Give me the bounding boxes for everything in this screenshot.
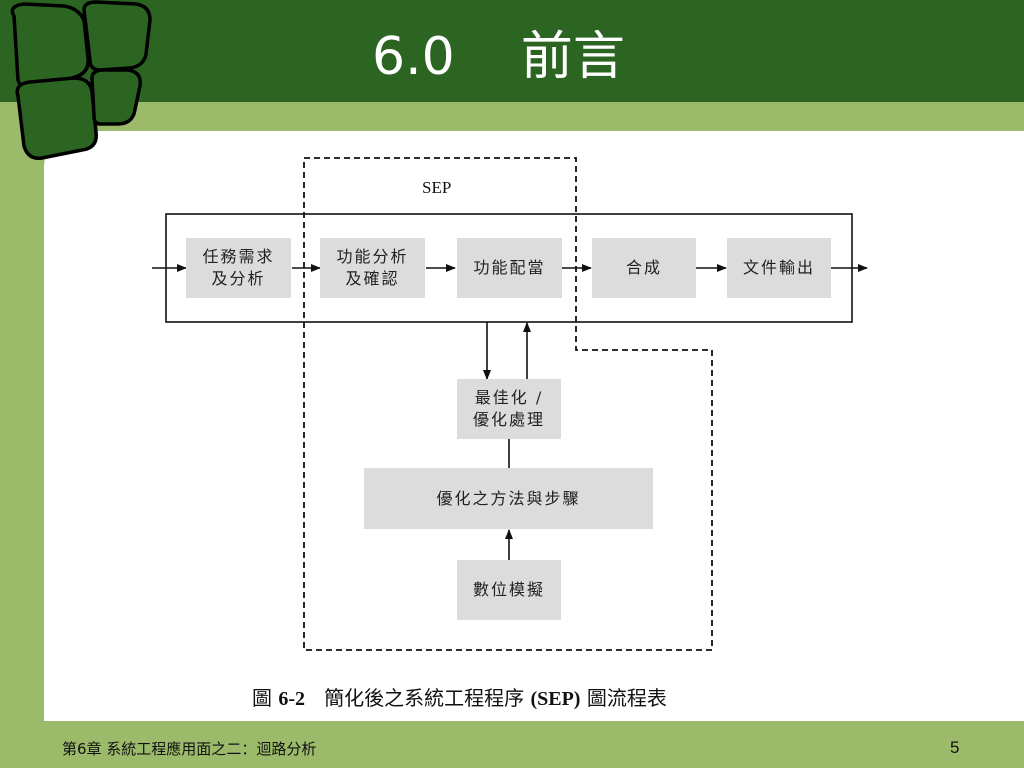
caption-abbr: (SEP)	[530, 688, 581, 710]
sep-label: SEP	[422, 178, 452, 197]
sep-diagram	[152, 157, 868, 651]
node-task-analysis: 任務需求 及分析	[186, 238, 291, 298]
title-bar	[0, 0, 1024, 102]
node-synthesis: 合成	[592, 238, 696, 298]
node-function-analysis: 功能分析 及確認	[320, 238, 425, 298]
node-optimization: 最佳化 / 優化處理	[457, 379, 561, 439]
node-document-output: 文件輸出	[727, 238, 831, 298]
caption-text-before: 簡化後之系統工程程序	[324, 686, 525, 710]
caption-figure-number: 6-2	[278, 688, 306, 710]
sep-boundary	[303, 157, 713, 651]
page-number: 5	[950, 738, 960, 757]
node-optimization-method: 優化之方法與步驟	[364, 468, 653, 529]
slide-title: 6.0 前言	[372, 22, 625, 92]
node-numerical-simulation: 數位模擬	[457, 560, 561, 620]
figure-caption: 圖 6-2 簡化後之系統工程程序 (SEP) 圖流程表	[252, 682, 667, 711]
caption-prefix: 圖	[252, 686, 272, 710]
logo-icon	[10, 0, 152, 160]
title-text: 前言	[520, 27, 625, 87]
title-number: 6.0	[372, 27, 455, 87]
footer-chapter: 第6章 系統工程應用面之二：迴路分析	[62, 740, 317, 758]
caption-text-after: 圖流程表	[586, 686, 667, 710]
node-function-allocation: 功能配當	[457, 238, 562, 298]
